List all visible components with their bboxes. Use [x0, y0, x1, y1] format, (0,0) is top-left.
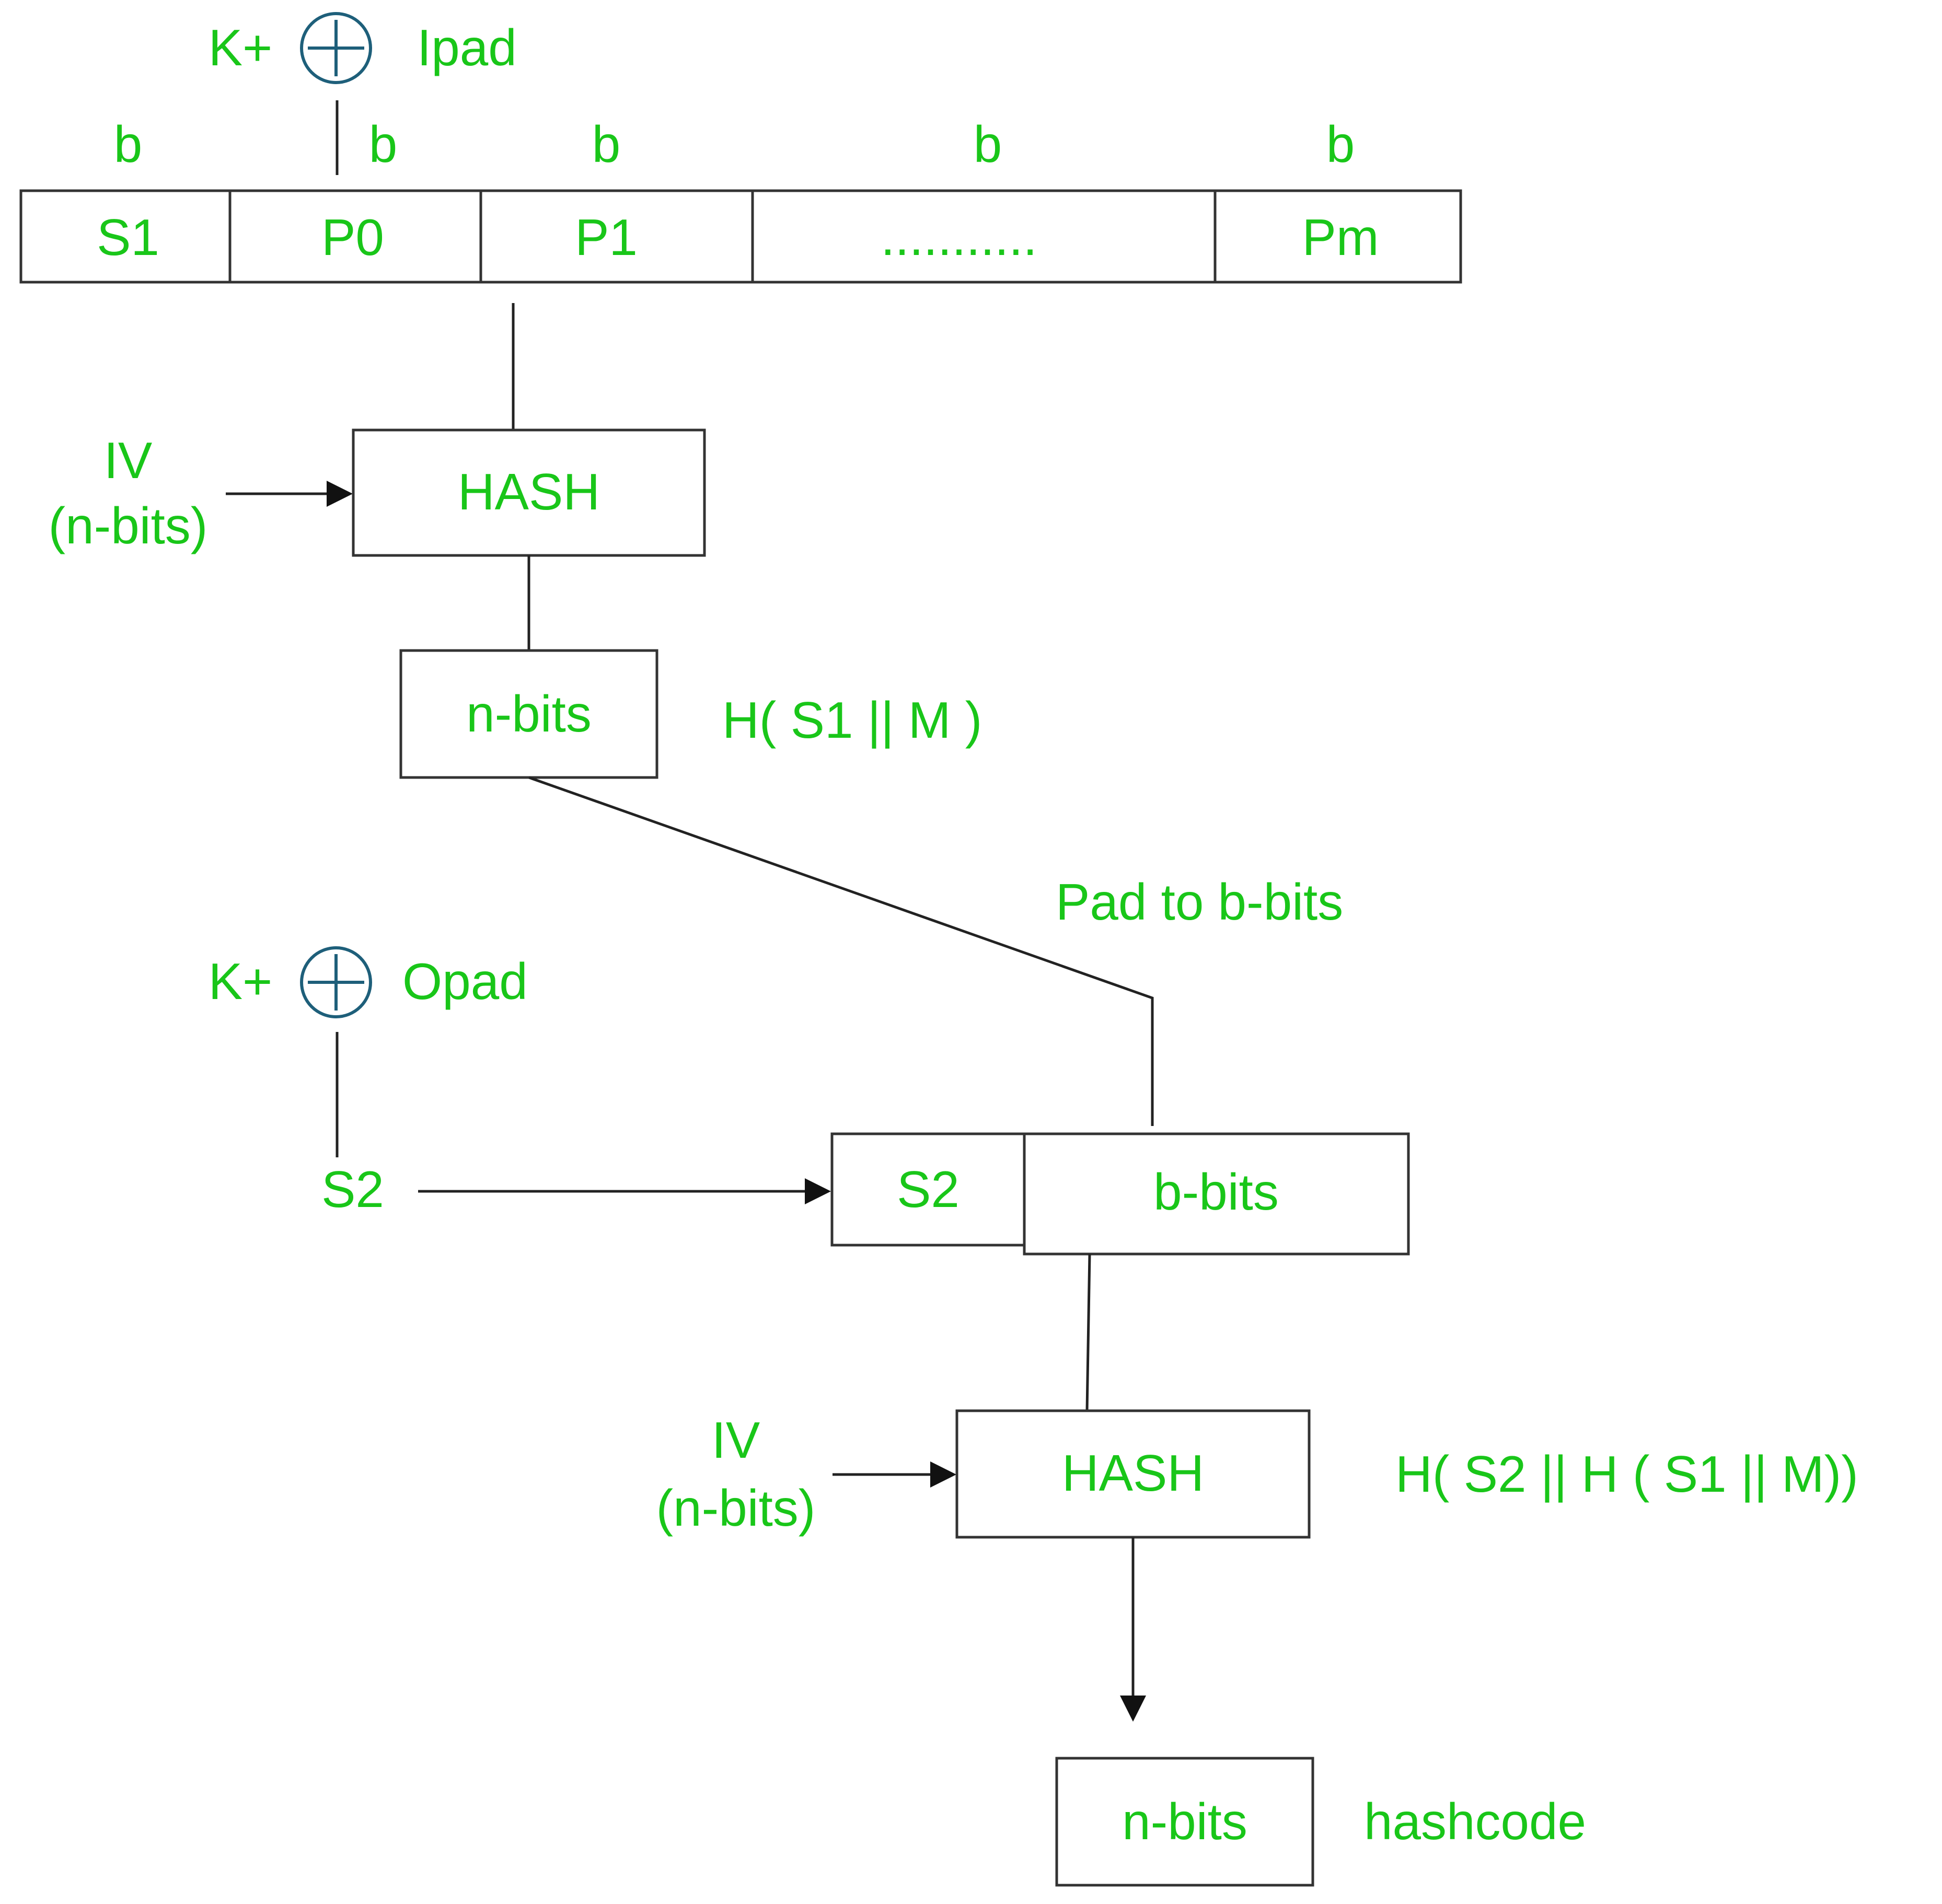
block-dots	[751, 189, 1217, 284]
pad-label: Pad to b-bits	[1056, 873, 1343, 931]
block-dots-label: ...........	[881, 208, 1037, 266]
iv1-label-line1: IV	[104, 432, 153, 489]
message-block-row	[19, 189, 1462, 284]
iv2-label-line1: IV	[712, 1411, 760, 1469]
padded-to-hash-connector	[1085, 1253, 1091, 1411]
width-label-p0: b	[369, 115, 398, 173]
width-label-pm: b	[1326, 115, 1355, 173]
width-label-s1: b	[114, 115, 143, 173]
width-label-p1: b	[592, 115, 621, 173]
block-p0-label: P0	[321, 208, 384, 266]
inner-key-label: K+	[209, 19, 273, 76]
block-pm-label: Pm	[1302, 208, 1379, 266]
inner-hash-result-label: H( S1 || M )	[722, 691, 982, 749]
bbits-box-label: b-bits	[1153, 1163, 1279, 1221]
ipad-label: Ipad	[417, 19, 517, 76]
inner-output-box	[399, 649, 658, 779]
hashcode-box	[1055, 1757, 1314, 1887]
bbits-box	[1023, 1132, 1410, 1256]
hashcode-box-label: n-bits	[1122, 1793, 1247, 1850]
s2-label: S2	[321, 1160, 384, 1218]
hashcode-label: hashcode	[1364, 1793, 1586, 1850]
opad-label: Opad	[402, 953, 528, 1010]
s2-box-label: S2	[897, 1160, 960, 1218]
iv1-label-line2: (n-bits)	[49, 497, 208, 554]
outer-hash-result-label: H( S2 || H ( S1 || M))	[1395, 1445, 1858, 1503]
block-pm	[1213, 189, 1462, 284]
block-p1-label: P1	[575, 208, 638, 266]
s2-box	[830, 1132, 1026, 1247]
outer-xor-icon	[300, 946, 372, 1018]
outer-hash-label: HASH	[1062, 1444, 1204, 1502]
inner-output-label: n-bits	[466, 685, 592, 742]
inner-hash-box	[352, 428, 706, 557]
inner-xor-icon	[300, 12, 372, 84]
block-s1-label: S1	[97, 208, 159, 266]
iv2-label-line2: (n-bits)	[656, 1479, 816, 1537]
inner-result-to-pad-connector	[528, 776, 1154, 1126]
block-s1	[19, 189, 232, 284]
outer-key-label: K+	[209, 953, 273, 1010]
width-label-dots: b	[974, 115, 1002, 173]
inner-hash-label: HASH	[458, 463, 600, 520]
